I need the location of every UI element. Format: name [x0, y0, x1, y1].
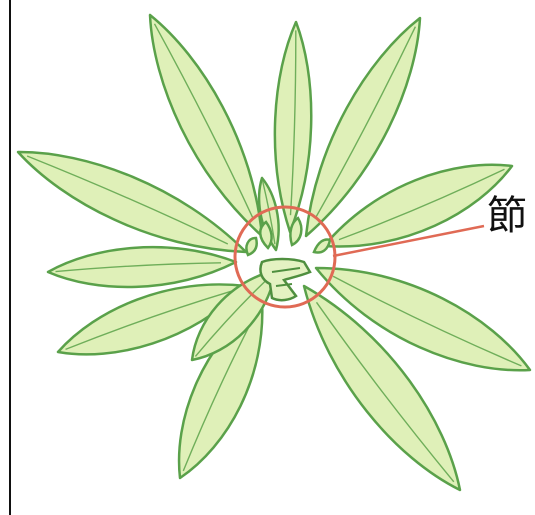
leaf [275, 22, 311, 232]
node-label: 節 [487, 196, 527, 236]
leaves-group [18, 15, 530, 490]
leaf [48, 247, 236, 287]
